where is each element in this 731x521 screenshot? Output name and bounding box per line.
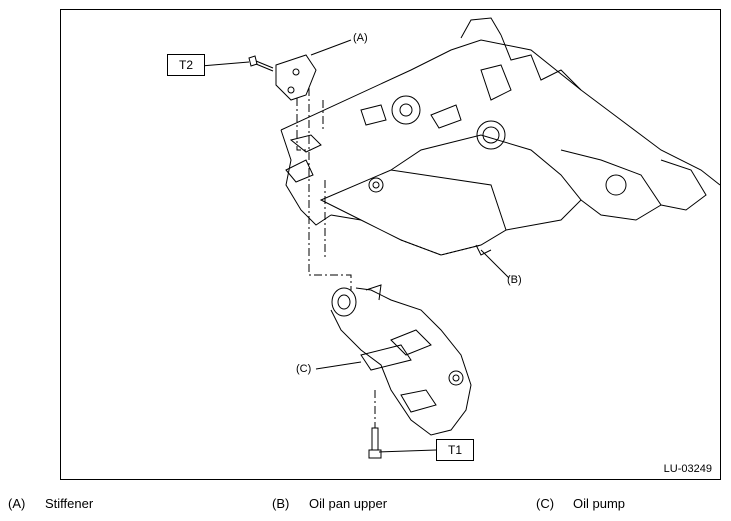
t2-bolt-drawing (248, 55, 274, 72)
stiffener-drawing (275, 54, 317, 101)
exploded-view-drawing (200, 17, 720, 459)
leader-lines (200, 39, 510, 453)
callout-c: (C) (296, 363, 312, 375)
legend-text-b: Oil pan upper (309, 496, 388, 511)
oil-pan-upper-drawing (280, 17, 720, 256)
legend-text-a: Stiffener (45, 496, 94, 511)
oil-pump-drawing (330, 284, 472, 436)
reference-code: LU-03249 (663, 463, 712, 475)
callout-b: (B) (507, 274, 522, 286)
alignment-lines (296, 88, 376, 428)
legend-key-b: (B) (272, 496, 290, 511)
torque-label-t2: T2 (167, 54, 205, 76)
callout-a: (A) (353, 32, 368, 44)
legend-key-a: (A) (8, 496, 26, 511)
diagram-frame: T2 T1 (A) (B) (C) LU-03249 (60, 9, 721, 480)
torque-label-t1: T1 (436, 439, 474, 461)
t1-bolt-drawing (368, 427, 382, 459)
legend-key-c: (C) (536, 496, 555, 511)
legend-text-c: Oil pump (573, 496, 626, 511)
